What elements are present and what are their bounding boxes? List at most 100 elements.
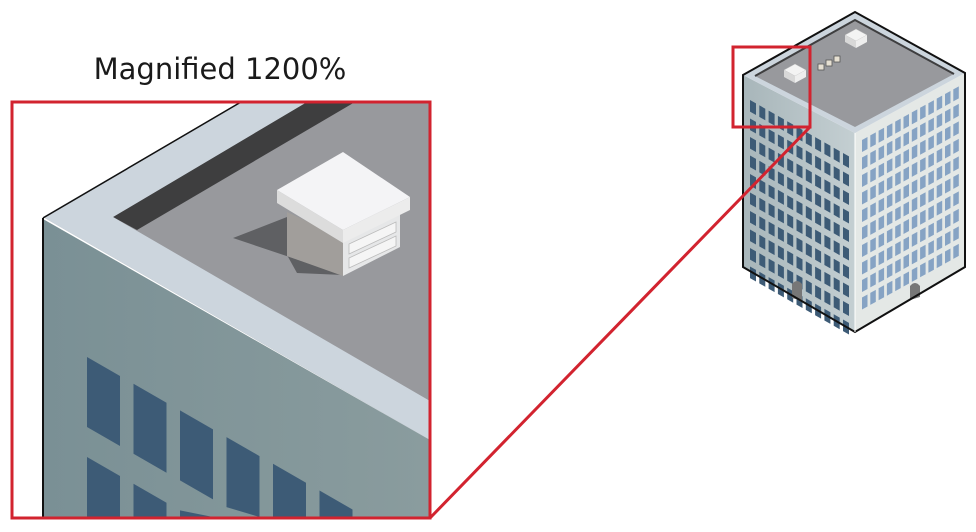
window: [862, 137, 868, 152]
window: [815, 285, 822, 301]
window: [886, 175, 893, 191]
window: [843, 208, 849, 224]
window: [768, 147, 775, 163]
window: [777, 208, 784, 224]
window: [750, 248, 756, 263]
window: [878, 250, 885, 266]
window: [920, 104, 926, 120]
window: [928, 117, 934, 133]
window: [920, 192, 926, 208]
window: [870, 149, 876, 165]
window: [945, 196, 951, 211]
window: [133, 383, 167, 473]
window: [878, 180, 885, 196]
small-building-windows: [750, 86, 959, 335]
window: [928, 205, 934, 221]
window: [895, 258, 901, 274]
window: [953, 243, 959, 259]
window: [815, 266, 822, 282]
window: [805, 224, 812, 240]
window: [815, 155, 822, 171]
window: [815, 229, 822, 245]
window: [878, 285, 885, 301]
window: [920, 209, 926, 225]
window: [920, 139, 926, 155]
window: [878, 145, 885, 161]
window: [750, 266, 756, 282]
window: [319, 490, 353, 517]
window: [87, 457, 120, 517]
window: [777, 226, 784, 242]
window: [787, 158, 794, 174]
window: [824, 234, 831, 250]
window: [928, 257, 934, 273]
window: [824, 179, 831, 195]
window: [862, 172, 868, 187]
window: [750, 100, 756, 115]
window: [895, 136, 901, 152]
ac-unit-shadow: [233, 217, 343, 275]
window: [911, 109, 918, 125]
window: [953, 226, 959, 242]
window: [862, 207, 868, 222]
window: [833, 277, 840, 293]
magnified-windows: [87, 357, 353, 517]
window: [953, 121, 959, 137]
window: [862, 259, 868, 275]
window: [805, 187, 812, 203]
window: [833, 240, 840, 256]
window: [936, 218, 943, 234]
window: [833, 295, 840, 311]
window: [953, 173, 959, 189]
window: [824, 197, 831, 213]
window: [833, 258, 840, 274]
window: [895, 118, 901, 134]
window: [843, 190, 849, 205]
window: [870, 254, 876, 270]
window: [843, 301, 849, 316]
window: [920, 122, 926, 138]
window: [768, 203, 775, 219]
window: [759, 142, 766, 158]
window: [805, 150, 812, 166]
window: [870, 237, 876, 253]
window: [895, 276, 901, 292]
window: [768, 258, 775, 274]
window: [862, 154, 868, 170]
window: [862, 224, 868, 240]
window: [870, 272, 876, 288]
window: [895, 171, 901, 187]
window: [903, 271, 909, 287]
window: [903, 254, 909, 269]
window: [903, 149, 909, 164]
window: [911, 249, 918, 265]
window: [805, 242, 812, 258]
window: [903, 184, 909, 199]
window: [920, 262, 926, 278]
window: [870, 219, 876, 235]
window: [903, 166, 909, 182]
window: [787, 213, 794, 229]
window: [936, 95, 943, 111]
window: [886, 140, 893, 156]
window: [180, 410, 213, 500]
window: [878, 197, 885, 213]
window: [796, 219, 803, 234]
window: [759, 160, 766, 176]
window: [911, 231, 918, 247]
window: [787, 121, 794, 137]
window: [833, 203, 840, 219]
window: [953, 103, 959, 119]
window: [953, 156, 959, 172]
window: [759, 234, 766, 250]
window: [928, 170, 934, 186]
window: [886, 263, 893, 279]
window: [759, 105, 766, 121]
window: [878, 215, 885, 231]
window: [911, 179, 918, 195]
window: [750, 211, 756, 226]
window: [920, 174, 926, 190]
window: [953, 138, 959, 154]
window: [895, 188, 901, 204]
window: [815, 174, 822, 190]
